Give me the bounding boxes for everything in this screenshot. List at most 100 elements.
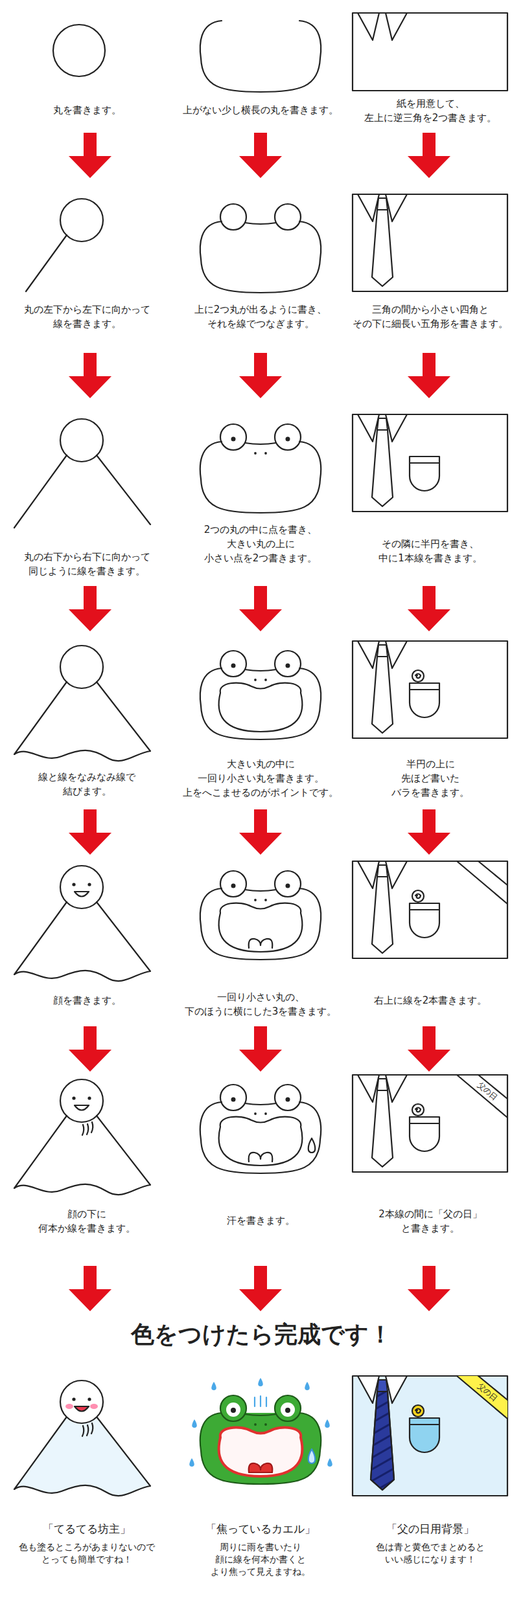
paper <box>352 414 508 512</box>
result-note: 色も塗るところがあまりないので とっても簡単ですね！ <box>18 1542 156 1568</box>
heading: 色をつけたら完成です！ <box>130 1320 393 1352</box>
step-arrow <box>407 810 451 856</box>
step-arrow <box>407 132 451 179</box>
frog-body <box>200 441 321 514</box>
rose <box>412 1406 424 1418</box>
paper <box>352 641 508 739</box>
frog-body <box>200 668 321 741</box>
shirt-pocket <box>409 904 440 939</box>
teru-step <box>14 419 151 529</box>
frog-nostril <box>254 1424 257 1428</box>
paper <box>352 194 508 292</box>
frog-dots <box>231 884 291 903</box>
frog-sweat <box>308 1450 316 1465</box>
teru-skirt <box>14 1116 151 1196</box>
shirt-pocket <box>409 456 440 492</box>
frog-body <box>200 221 321 293</box>
card-step <box>352 861 508 960</box>
card-step <box>352 1075 508 1174</box>
step-caption: 汗を書きます。 <box>226 1215 296 1230</box>
step-caption: 半円の上に 先ほど書いた バラを書きます。 <box>390 758 470 801</box>
teru-circle <box>53 24 105 77</box>
frog-mouth <box>219 1429 303 1478</box>
band-text: 父の日 <box>475 1383 500 1405</box>
necktie <box>371 198 393 287</box>
result-name: 「父の日用背景」 <box>385 1522 476 1538</box>
step-arrow <box>239 132 282 179</box>
step-caption: 丸の左下から左下に向かって 線を書きます。 <box>23 303 152 332</box>
frog-step <box>200 651 321 741</box>
card-step <box>352 641 508 739</box>
step-arrow <box>239 586 282 632</box>
frog-tongue <box>248 939 273 949</box>
step-caption: その隣に半円を書き、 中に1本線を書きます。 <box>377 537 483 567</box>
rose-curl <box>415 1410 421 1415</box>
frog-pupil <box>285 1408 291 1415</box>
frog-body <box>200 20 321 93</box>
step-arrow <box>68 353 112 399</box>
paper <box>352 861 508 960</box>
teru-line <box>25 235 67 292</box>
step-arrow <box>239 1266 282 1313</box>
frog-dots <box>231 437 291 455</box>
teru-eye <box>71 1398 76 1402</box>
teru-ties <box>82 1424 93 1438</box>
step-arrow <box>407 586 451 632</box>
frog-brow <box>244 1415 277 1417</box>
card-step <box>352 12 508 91</box>
necktie <box>371 418 393 507</box>
result-name: 「てるてる坊主」 <box>42 1522 132 1538</box>
band-fill <box>456 1377 508 1420</box>
step-arrow <box>239 810 282 856</box>
step-caption: 一回り小さい丸の、 下のほうに横にした3を書きます。 <box>184 991 338 1021</box>
worry-lines <box>254 1397 267 1408</box>
step-caption: 2つの丸の中に点を書き、 大きい丸の上に 小さい点を2つ書きます。 <box>203 523 319 566</box>
teru-face <box>71 883 91 897</box>
frog-step <box>200 424 321 514</box>
frog-eye <box>220 1396 247 1423</box>
band-lines <box>456 861 508 905</box>
step-caption: 上がない少し横長の丸を書きます。 <box>182 103 339 118</box>
frog-dots <box>231 1098 291 1116</box>
step-arrow <box>68 132 112 179</box>
paper <box>352 12 508 91</box>
frog-eyes <box>220 204 301 231</box>
step-caption: 上に2つ丸が出るように書き、 それを線でつなぎます。 <box>193 303 328 332</box>
shirt-pocket <box>409 683 440 719</box>
frog-tongue <box>248 1464 273 1474</box>
shirt-collar <box>357 12 407 41</box>
step-arrow <box>68 1266 112 1313</box>
card-step <box>352 414 508 512</box>
teru-head <box>60 1381 104 1425</box>
step-caption: 線と線をなみなみ線で 結びます。 <box>37 771 137 800</box>
step-caption: 丸の右下から右下に向かって 同じように線を書きます。 <box>23 550 152 580</box>
frog-body <box>200 1414 321 1486</box>
step-caption: 顔の下に 何本か線を書きます。 <box>37 1208 137 1238</box>
teru-mouth <box>74 1407 89 1413</box>
step-arrow <box>68 1027 112 1073</box>
step-caption: 丸を書きます。 <box>52 103 122 118</box>
frog-step <box>200 204 321 293</box>
rose <box>412 1104 424 1117</box>
frog-sweat <box>308 1139 316 1154</box>
teru-skirt <box>14 682 151 762</box>
band-text: 父の日 <box>475 1081 500 1104</box>
card-step <box>352 194 508 292</box>
frog-mouth <box>219 904 303 953</box>
tie-knot <box>377 1381 388 1393</box>
pocket-line <box>409 1425 440 1427</box>
tie-stripes <box>362 1383 402 1500</box>
step-arrow <box>407 1027 451 1073</box>
frog-step <box>200 1085 321 1175</box>
rose <box>412 670 424 683</box>
teru-face <box>71 1097 91 1111</box>
necktie <box>371 645 393 734</box>
frog-pupil <box>230 1408 236 1415</box>
necktie-outline <box>370 1392 395 1492</box>
step-caption: 三角の間から小さい四角と その下に細長い五角形を書きます。 <box>351 303 509 332</box>
necktie <box>371 865 393 954</box>
step-caption: 右上に線を2本書きます。 <box>373 994 489 1010</box>
teru-step <box>14 646 151 762</box>
frog-dots <box>231 664 291 682</box>
